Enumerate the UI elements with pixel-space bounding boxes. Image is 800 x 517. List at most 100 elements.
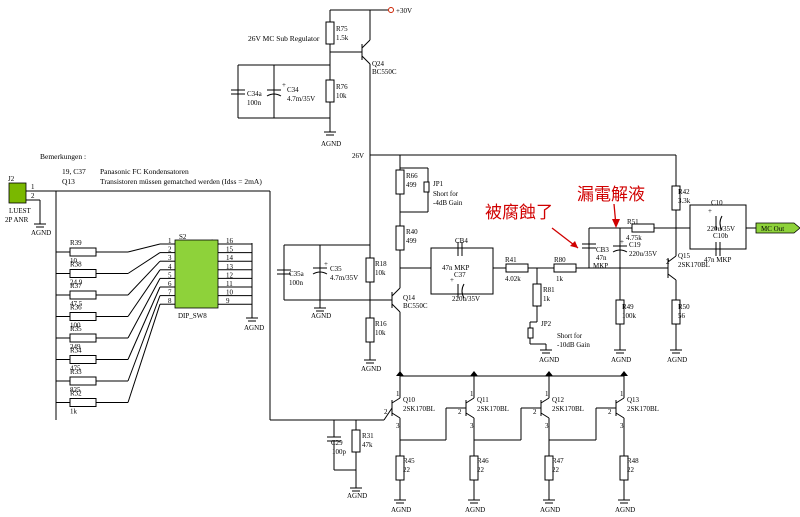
c35-value: 4.7m/35V bbox=[330, 274, 358, 282]
r49-value: 100k bbox=[622, 312, 637, 320]
switch-pin-right: 12 bbox=[226, 271, 234, 279]
r16-ref: R16 bbox=[375, 320, 387, 328]
jfet-gate-pin: 2 bbox=[384, 408, 388, 416]
input-resistor-value: 47.5 bbox=[70, 300, 83, 308]
r80-value: 1k bbox=[556, 275, 564, 283]
r18-ref: R18 bbox=[375, 260, 387, 268]
agnd-label: AGND bbox=[611, 356, 631, 364]
notes-title: Bemerkungen : bbox=[40, 152, 86, 161]
r42-value: 3.3k bbox=[678, 197, 691, 205]
cb4-ref: CB4 bbox=[455, 237, 468, 245]
q24-type: BC550C bbox=[372, 68, 397, 76]
agnd-label: AGND bbox=[391, 506, 411, 514]
source-resistor-ref: R45 bbox=[403, 457, 415, 465]
r80-resistor bbox=[553, 263, 577, 273]
input-resistor bbox=[69, 333, 97, 343]
mc-out-port[interactable] bbox=[755, 222, 800, 234]
c35a-value: 100n bbox=[289, 279, 304, 287]
jfet-type: 2SK170BL bbox=[403, 405, 435, 413]
r41-resistor bbox=[505, 263, 529, 273]
plus30-terminal-icon bbox=[388, 7, 394, 13]
r40-resistor bbox=[395, 225, 405, 251]
jfet-type: 2SK170BL bbox=[477, 405, 509, 413]
r42-ref: R42 bbox=[678, 188, 690, 196]
c29-ref: C29 bbox=[331, 439, 343, 447]
r51-value: 4.75k bbox=[626, 234, 642, 242]
note-row1-text: Panasonic FC Kondensatoren bbox=[100, 167, 189, 176]
input-resistor bbox=[69, 269, 97, 278]
switch-pin-left: 5 bbox=[168, 271, 172, 279]
switch-pin-right: 16 bbox=[226, 237, 234, 245]
jfet-type: 2SK170BL bbox=[552, 405, 584, 413]
input-resistor-ref: R38 bbox=[70, 261, 82, 269]
agnd-label: AGND bbox=[540, 506, 560, 514]
r18-value: 10k bbox=[375, 269, 386, 277]
r76-ref: R76 bbox=[336, 83, 348, 91]
r75-resistor bbox=[325, 21, 335, 45]
source-resistor-value: 22 bbox=[477, 466, 485, 474]
rail26-label: 26V bbox=[352, 152, 364, 160]
input-resistor-ref: R33 bbox=[70, 368, 82, 376]
arrow-head-icon bbox=[570, 241, 578, 248]
input-resistor-value: 100 bbox=[70, 322, 81, 330]
agnd-label: AGND bbox=[465, 506, 485, 514]
plus30-label: +30V bbox=[396, 7, 412, 15]
r81-value: 1k bbox=[543, 295, 551, 303]
c37-value: 220u/35V bbox=[452, 295, 480, 303]
j2-pin1: 1 bbox=[31, 183, 35, 191]
c19-ref: C19 bbox=[629, 241, 641, 249]
annotation-leaking: 漏電解液 bbox=[577, 185, 645, 205]
jfet-ref: Q12 bbox=[552, 396, 565, 404]
source-resistor-value: 22 bbox=[552, 466, 560, 474]
dip-switch-s2[interactable] bbox=[174, 239, 219, 309]
jfet-source-pin: 3 bbox=[396, 422, 400, 430]
j2-ref: J2 bbox=[8, 175, 15, 183]
agnd-label: AGND bbox=[31, 229, 51, 237]
r31-resistor bbox=[351, 429, 361, 453]
jfet-ref: Q10 bbox=[403, 396, 416, 404]
input-resistor-ref: R34 bbox=[70, 347, 82, 355]
jp2-jumper bbox=[527, 327, 534, 339]
r66-resistor bbox=[395, 169, 405, 195]
c10b-ref: C10b bbox=[713, 232, 729, 240]
input-resistor-value: 825 bbox=[70, 386, 81, 394]
jp2-line2: -10dB Gain bbox=[557, 341, 590, 349]
r76-value: 10k bbox=[336, 92, 347, 100]
c34a-value: 100n bbox=[247, 99, 262, 107]
jfet-gate-pin: 2 bbox=[533, 408, 537, 416]
agnd-label: AGND bbox=[667, 356, 687, 364]
jfet-source-pin: 3 bbox=[470, 422, 474, 430]
switch-pin-left: 1 bbox=[168, 237, 172, 245]
q14-type: BC550C bbox=[403, 302, 428, 310]
note-row2-ref: Q13 bbox=[62, 177, 75, 186]
r76-resistor bbox=[325, 79, 335, 103]
r80-ref: R80 bbox=[554, 256, 566, 264]
input-resistor bbox=[69, 247, 97, 257]
junction-arrow-icon bbox=[470, 371, 478, 376]
r81-resistor bbox=[532, 283, 542, 307]
jfet-gate-pin: 2 bbox=[458, 408, 462, 416]
switch-pin-right: 13 bbox=[226, 263, 234, 271]
switch-pin-right: 15 bbox=[226, 246, 234, 254]
r18-resistor bbox=[365, 257, 375, 283]
input-resistor bbox=[69, 398, 97, 407]
r81-ref: R81 bbox=[543, 286, 555, 294]
j2-connector[interactable] bbox=[8, 182, 27, 204]
r40-value: 499 bbox=[406, 237, 417, 245]
cb3-value: 47n bbox=[596, 254, 607, 262]
cb4-value: 47n MKP bbox=[442, 264, 470, 272]
agnd-label: AGND bbox=[361, 365, 381, 373]
source-resistor-value: 22 bbox=[403, 466, 411, 474]
jp1-line2: -4dB Gain bbox=[433, 199, 463, 207]
svg-text:+: + bbox=[450, 276, 454, 284]
r41-value: 4.02k bbox=[505, 275, 521, 283]
input-resistor bbox=[69, 312, 97, 321]
r31-value: 47k bbox=[362, 441, 373, 449]
j2-pin2: 2 bbox=[31, 192, 35, 200]
switch-pin-left: 7 bbox=[168, 289, 172, 297]
jfet-ref: Q13 bbox=[627, 396, 640, 404]
jfet-ref: Q11 bbox=[477, 396, 489, 404]
jfet-drain-pin: 1 bbox=[470, 390, 474, 398]
